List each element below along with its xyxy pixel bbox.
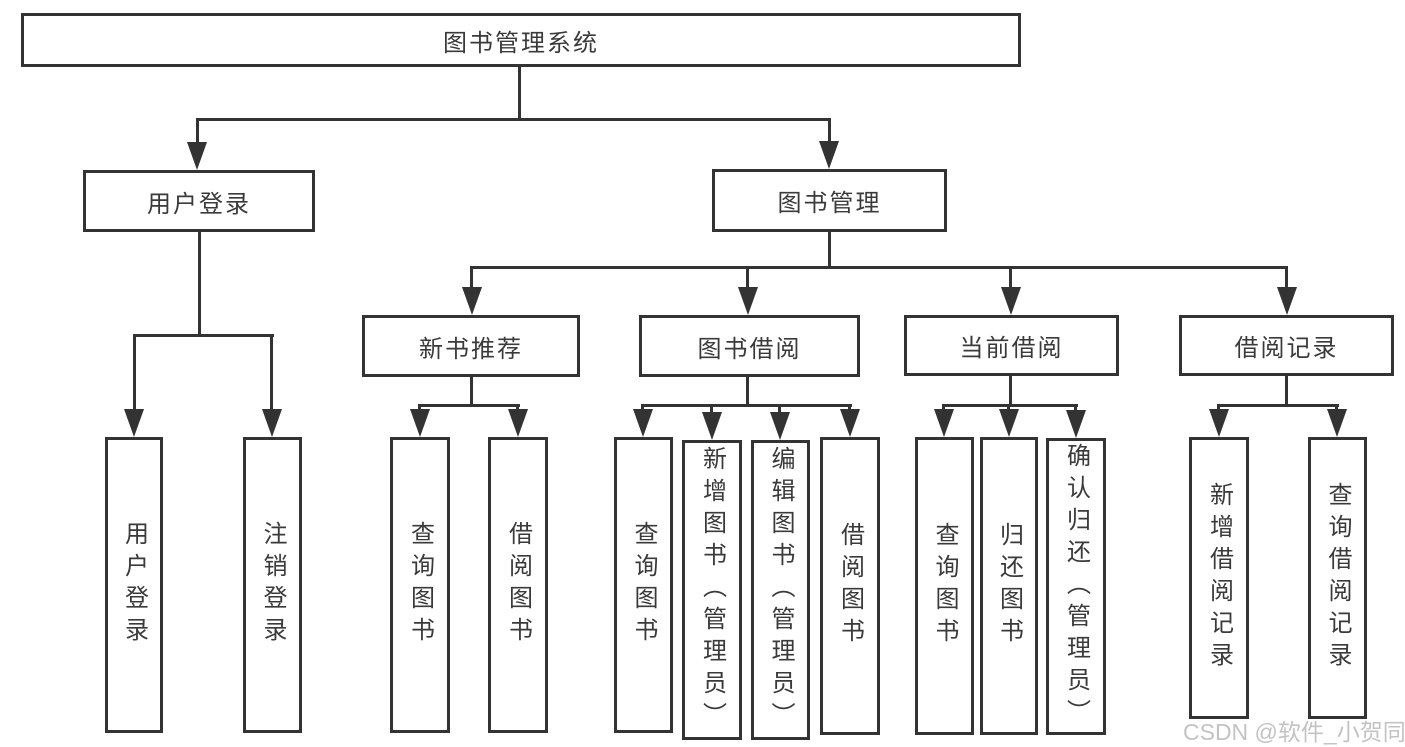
- leaf-query-books-borrow-label: 查询图书: [630, 521, 657, 649]
- node-new-book-recommend: 新书推荐: [362, 315, 580, 377]
- leaf-add-borrow-record-label: 新增借阅记录: [1205, 482, 1233, 674]
- leaf-logout: 注销登录: [243, 437, 302, 733]
- connector-new-book-stem: [470, 377, 473, 407]
- node-new-book-recommend-label: 新书推荐: [419, 335, 523, 363]
- connector-book-management-split: [470, 266, 1288, 269]
- leaf-borrow-books-borrow-label: 借阅图书: [836, 522, 864, 650]
- arrow-down-icon: [738, 287, 758, 315]
- leaf-borrow-books-recommend: 借阅图书: [488, 437, 548, 733]
- arrow-down-icon: [262, 409, 282, 437]
- arrow-down-icon: [187, 142, 207, 170]
- leaf-add-book-admin-label: 新增图书（管理员）: [698, 446, 726, 734]
- arrow-down-icon: [1001, 287, 1021, 315]
- connector-user-login-split: [133, 334, 274, 337]
- node-book-borrow-label: 图书借阅: [697, 335, 802, 363]
- connector-borrow-records-stem: [1285, 375, 1288, 407]
- arrow-down-icon: [934, 409, 954, 437]
- leaf-edit-book-admin-label: 编辑图书（管理员）: [767, 446, 794, 734]
- arrow-down-icon: [124, 409, 144, 437]
- node-borrow-records-label: 借阅记录: [1234, 335, 1339, 362]
- leaf-add-borrow-record: 新增借阅记录: [1189, 437, 1249, 719]
- leaf-query-books-recommend: 查询图书: [390, 437, 450, 733]
- arrow-down-icon: [840, 409, 860, 437]
- connector-to-leaf: [778, 404, 781, 416]
- arrow-down-icon: [702, 412, 722, 440]
- leaf-user-login-label: 用户登录: [120, 521, 148, 649]
- arrow-down-icon: [999, 409, 1019, 437]
- connector-borrow-records-split: [1217, 404, 1339, 407]
- connector-current-borrow-split: [942, 404, 1078, 407]
- node-book-borrow: 图书借阅: [639, 315, 860, 377]
- connector-to-leaf-user-login: [133, 334, 136, 412]
- leaf-query-books-current: 查询图书: [915, 437, 974, 735]
- leaf-query-borrow-record: 查询借阅记录: [1308, 437, 1367, 719]
- connector-book-management-stem: [828, 232, 831, 268]
- node-user-login-label: 用户登录: [147, 190, 251, 218]
- arrow-down-icon: [508, 409, 528, 437]
- connector-to-leaf-logout: [270, 334, 273, 412]
- leaf-user-login: 用户登录: [105, 437, 163, 733]
- connector-to-book-borrow: [746, 266, 749, 290]
- node-current-borrow-label: 当前借阅: [959, 335, 1064, 362]
- leaf-query-borrow-record-label: 查询借阅记录: [1324, 482, 1351, 674]
- node-root-label: 图书管理系统: [443, 29, 599, 57]
- arrow-down-icon: [1327, 409, 1347, 437]
- connector-book-borrow-split: [641, 404, 852, 407]
- connector-root-stem: [518, 67, 521, 118]
- leaf-add-book-admin: 新增图书（管理员）: [682, 440, 742, 740]
- node-borrow-records: 借阅记录: [1179, 315, 1394, 376]
- node-root-library-system: 图书管理系统: [21, 13, 1021, 67]
- connector-to-leaf: [710, 404, 713, 416]
- connector-book-borrow-stem: [746, 377, 749, 407]
- connector-to-book-management: [828, 118, 831, 145]
- arrow-down-icon: [633, 409, 653, 437]
- leaf-return-books-label: 归还图书: [995, 522, 1023, 650]
- node-book-management: 图书管理: [712, 169, 947, 232]
- node-user-login: 用户登录: [83, 170, 315, 232]
- connector-current-borrow-stem: [1009, 375, 1012, 407]
- arrow-down-icon: [410, 409, 430, 437]
- leaf-confirm-return-admin-label: 确认归还（管理员）: [1062, 442, 1090, 731]
- leaf-return-books: 归还图书: [980, 437, 1038, 735]
- node-book-management-label: 图书管理: [777, 190, 882, 217]
- connector-to-user-login: [196, 118, 199, 146]
- leaf-borrow-books-borrow: 借阅图书: [820, 437, 880, 735]
- arrow-down-icon: [462, 287, 482, 315]
- connector-to-new-book-recommend: [470, 266, 473, 290]
- connector-user-login-stem: [198, 232, 201, 336]
- leaf-logout-label: 注销登录: [259, 521, 286, 649]
- leaf-borrow-books-recommend-label: 借阅图书: [504, 521, 532, 649]
- connector-root-split: [196, 118, 831, 121]
- arrow-down-icon: [1066, 410, 1086, 438]
- connector-to-current-borrow: [1009, 266, 1012, 290]
- leaf-confirm-return-admin: 确认归还（管理员）: [1046, 438, 1106, 735]
- csdn-watermark: CSDN @软件_小贺同学: [1183, 719, 1405, 745]
- leaf-query-books-current-label: 查询图书: [931, 522, 958, 650]
- arrow-down-icon: [770, 412, 790, 440]
- leaf-edit-book-admin: 编辑图书（管理员）: [751, 440, 810, 740]
- connector-to-borrow-records: [1285, 266, 1288, 290]
- arrow-down-icon: [819, 141, 839, 169]
- arrow-down-icon: [1209, 409, 1229, 437]
- connector-new-book-split: [418, 404, 520, 407]
- arrow-down-icon: [1277, 287, 1297, 315]
- node-current-borrow: 当前借阅: [904, 315, 1119, 376]
- leaf-query-books-borrow: 查询图书: [614, 437, 673, 733]
- leaf-query-books-recommend-label: 查询图书: [406, 521, 434, 649]
